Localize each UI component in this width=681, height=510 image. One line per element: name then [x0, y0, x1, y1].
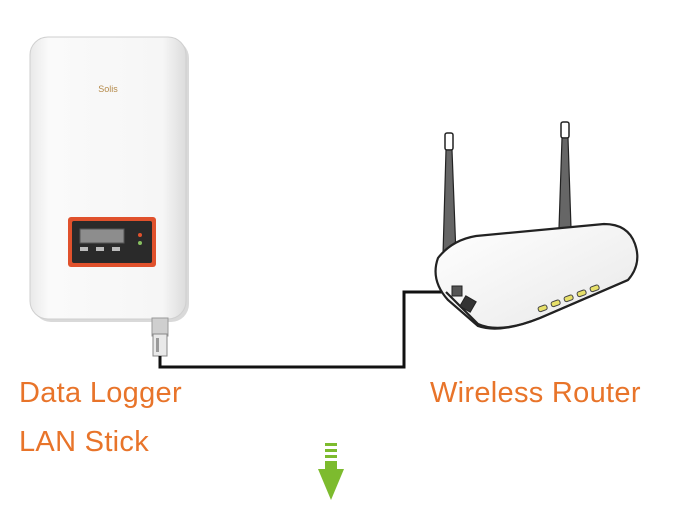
router-lan-port — [451, 285, 477, 313]
wireless-router-label: Wireless Router — [430, 377, 641, 409]
inverter: Solis — [29, 36, 189, 357]
lcd-screen — [79, 228, 125, 244]
inverter-display-panel — [68, 217, 156, 267]
network-cable — [158, 290, 450, 369]
router-front-edge — [445, 278, 629, 329]
router-antenna-left — [442, 132, 457, 256]
lan-stick-data-logger — [151, 317, 169, 357]
inverter-brand-logo: Solis — [98, 84, 118, 94]
router-status-leds — [537, 284, 600, 313]
wireless-router — [434, 121, 639, 330]
router-body — [434, 222, 639, 330]
lan-stick-label: LAN Stick — [19, 426, 150, 458]
inverter-body — [29, 36, 187, 320]
data-logger-label: Data Logger — [19, 377, 182, 409]
down-arrow-icon — [318, 443, 344, 500]
router-antenna-right — [558, 121, 572, 229]
